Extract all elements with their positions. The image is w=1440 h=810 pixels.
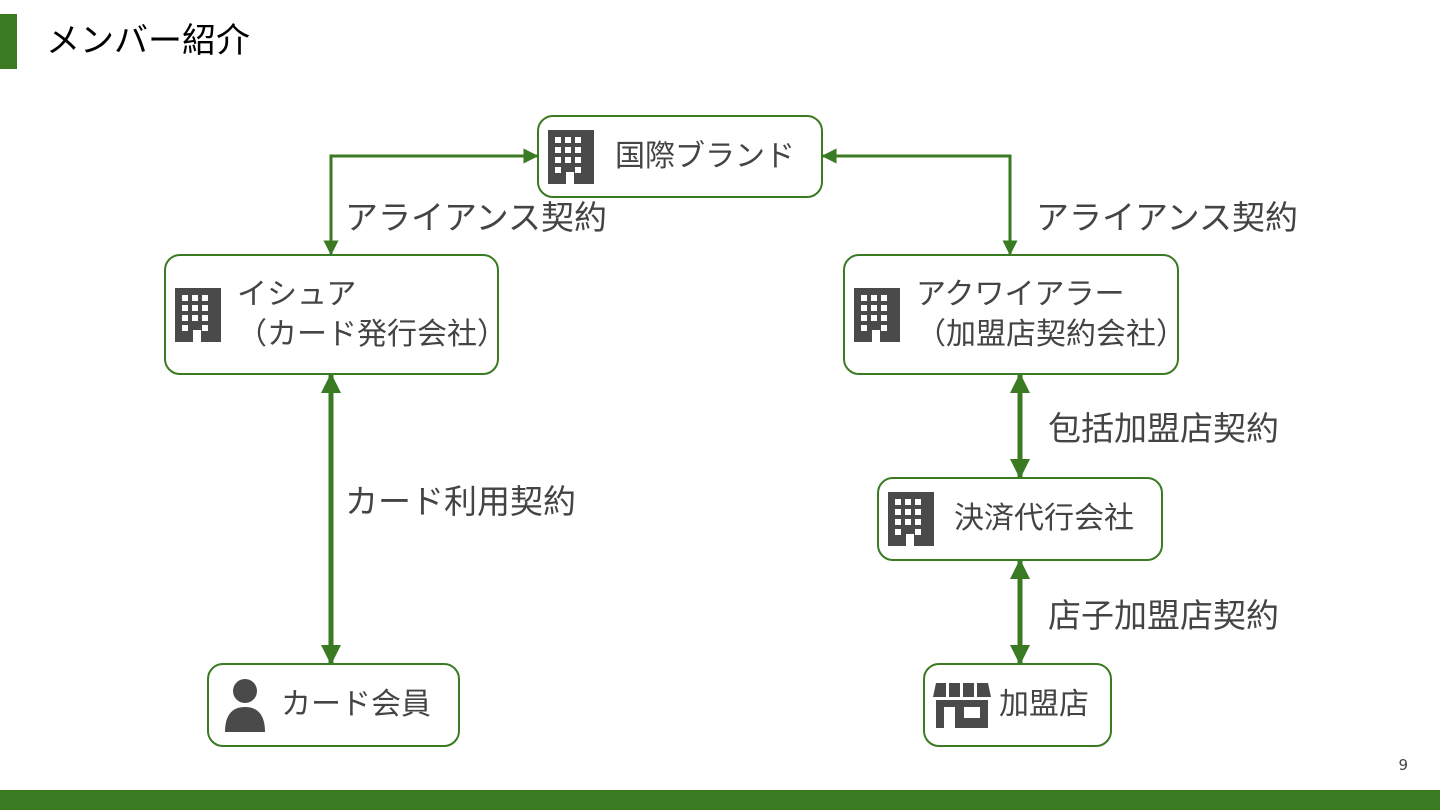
edge-label-issuer-member: カード利用契約	[345, 482, 576, 521]
page-title: メンバー紹介	[46, 21, 250, 61]
node-issuer-line-1: イシュア	[237, 276, 357, 312]
node-acquirer-line-1: アクワイアラー	[916, 276, 1125, 312]
node-brand-label: 国際ブランド	[615, 137, 795, 177]
node-issuer-line-2: （カード発行会社）	[237, 316, 507, 352]
edge-label-brand-issuer: アライアンス契約	[345, 198, 608, 237]
node-merchant: 加盟店	[923, 663, 1112, 747]
brand-acquirer-connector	[821, 148, 1018, 256]
node-acquirer-line-2: （加盟店契約会社）	[916, 316, 1186, 352]
title-accent-bar	[0, 14, 17, 69]
page-number: 9	[1398, 756, 1408, 774]
edge-label-brand-acquirer: アライアンス契約	[1036, 198, 1299, 237]
building-icon	[169, 285, 229, 345]
node-member: カード会員	[207, 663, 460, 747]
node-member-label: カード会員	[281, 685, 431, 725]
node-acquirer-label: アクワイアラー （加盟店契約会社）	[916, 275, 1186, 355]
node-issuer-label: イシュア （カード発行会社）	[237, 275, 507, 355]
node-merchant-line-1: 加盟店	[999, 687, 1089, 722]
store-icon	[931, 675, 993, 735]
edge-label-agent-merchant: 店子加盟店契約	[1048, 596, 1279, 635]
node-merchant-label: 加盟店	[999, 685, 1089, 725]
person-icon	[217, 675, 273, 735]
footer-bar	[0, 790, 1440, 810]
node-brand-line-1: 国際ブランド	[615, 138, 795, 174]
node-agent-line-1: 決済代行会社	[954, 501, 1134, 536]
node-issuer: イシュア （カード発行会社）	[164, 254, 507, 375]
node-agent-label: 決済代行会社	[954, 499, 1134, 539]
building-icon	[848, 285, 908, 345]
edge-label-acquirer-agent: 包括加盟店契約	[1048, 409, 1279, 448]
node-brand: 国際ブランド	[537, 115, 823, 198]
node-agent: 決済代行会社	[877, 477, 1163, 561]
building-icon	[882, 489, 942, 549]
building-icon	[542, 127, 602, 187]
node-member-line-1: カード会員	[281, 687, 431, 722]
node-acquirer: アクワイアラー （加盟店契約会社）	[843, 254, 1186, 375]
brand-issuer-connector	[323, 148, 539, 256]
